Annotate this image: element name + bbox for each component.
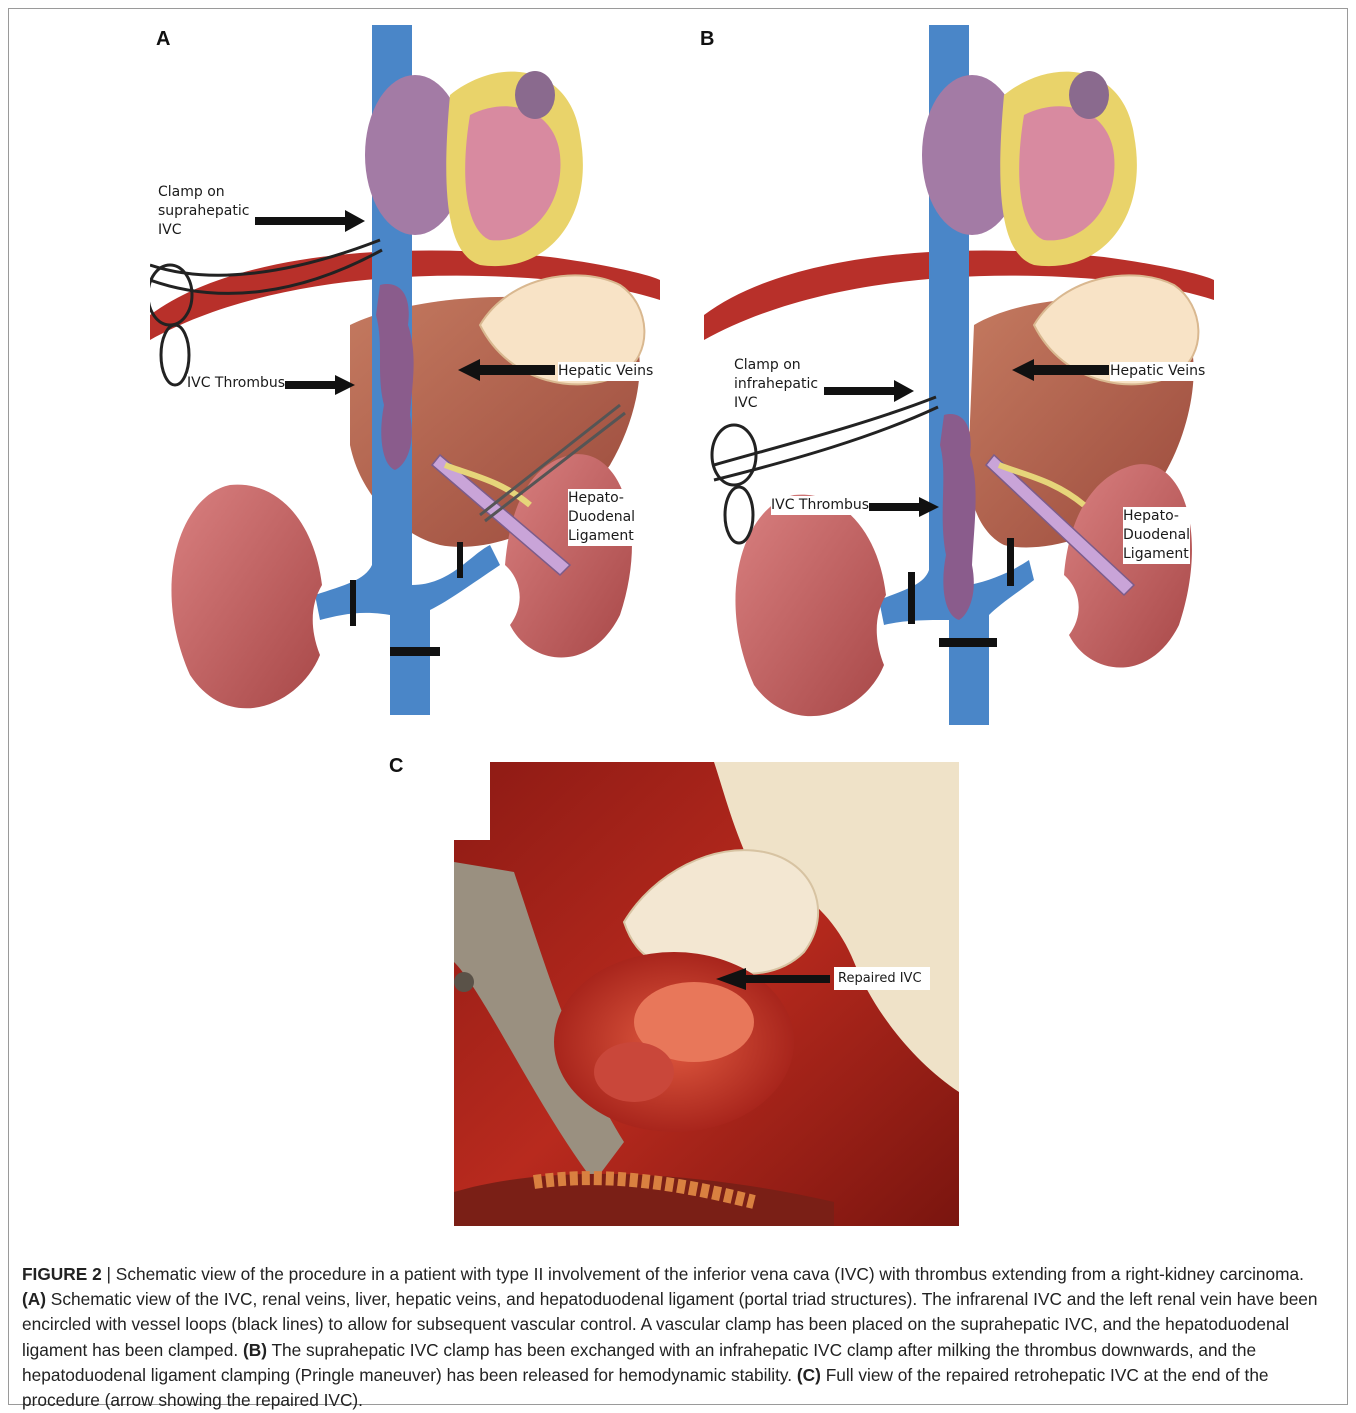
label-hepatoduodenal-a: Hepato- Duodenal Ligament bbox=[568, 489, 635, 546]
label-hepatic-veins-b: Hepatic Veins bbox=[1110, 362, 1205, 381]
label-hepatic-veins-a: Hepatic Veins bbox=[558, 362, 653, 381]
vessel-loop bbox=[350, 580, 356, 626]
label-ivc-thrombus-b: IVC Thrombus bbox=[771, 496, 869, 515]
label-repaired-ivc: Repaired IVC bbox=[834, 967, 930, 990]
caption-a-label: (A) bbox=[22, 1289, 46, 1309]
label-clamp-infrahepatic: Clamp on infrahepatic IVC bbox=[734, 356, 818, 413]
label-hepatoduodenal-b: Hepato- Duodenal Ligament bbox=[1123, 507, 1190, 564]
panel-c-letter: C bbox=[389, 755, 403, 778]
label-clamp-suprahepatic: Clamp on suprahepatic IVC bbox=[158, 183, 249, 240]
caption-c-label: (C) bbox=[797, 1365, 821, 1385]
ivc-thrombus-b bbox=[940, 414, 976, 620]
right-kidney bbox=[171, 485, 322, 709]
caption-intro: | Schematic view of the procedure in a p… bbox=[102, 1264, 1304, 1284]
caption-figure-label: FIGURE 2 bbox=[22, 1264, 102, 1284]
panel-c-surgical-photo bbox=[454, 762, 959, 1226]
arrow-clamp bbox=[255, 210, 365, 232]
figure-caption: FIGURE 2 | Schematic view of the procedu… bbox=[22, 1262, 1332, 1413]
arrow-thrombus bbox=[285, 375, 355, 395]
label-ivc-thrombus-a: IVC Thrombus bbox=[187, 374, 285, 393]
vessel-loop bbox=[390, 647, 440, 656]
caption-b-label: (B) bbox=[243, 1340, 267, 1360]
vessel-loop bbox=[457, 542, 463, 578]
